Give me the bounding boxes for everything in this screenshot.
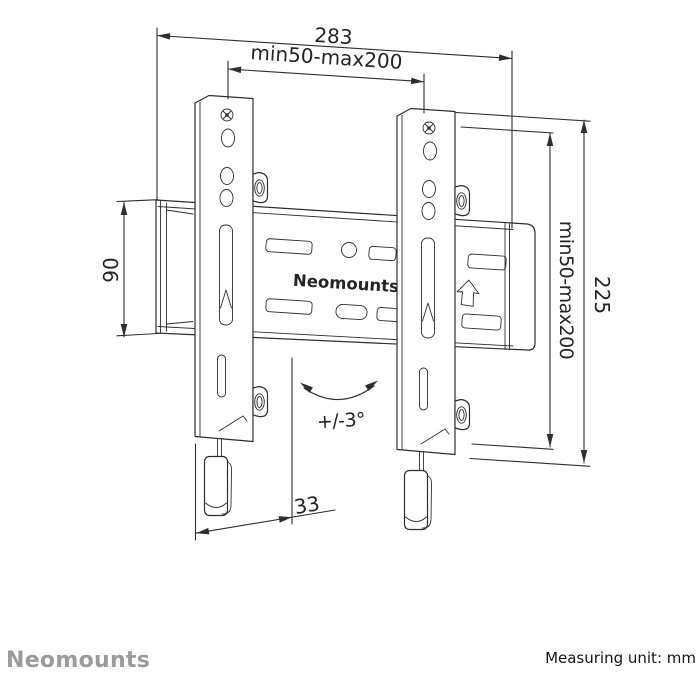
tilt-annotation: +/-3° bbox=[300, 380, 378, 433]
measuring-unit-label: Measuring unit: mm bbox=[545, 649, 696, 667]
plate-slot bbox=[461, 313, 502, 331]
right-bracket bbox=[396, 107, 471, 531]
footer: Neomounts Measuring unit: mm bbox=[6, 648, 696, 673]
dimension-bracket-height: 225 bbox=[455, 111, 614, 467]
vesa-hole bbox=[423, 141, 437, 161]
plate-slot bbox=[265, 238, 313, 255]
footer-brand-logo: Neomounts bbox=[6, 648, 150, 673]
vesa-hole bbox=[221, 128, 235, 148]
left-strap bbox=[203, 455, 232, 517]
screw-icon bbox=[422, 121, 436, 135]
plate-hole bbox=[341, 242, 357, 258]
dim-tilt-label: +/-3° bbox=[316, 409, 365, 433]
dim-depth-label: 33 bbox=[292, 491, 321, 519]
dim-hspacing-label: min50-max200 bbox=[250, 40, 403, 74]
dim-width-label: 283 bbox=[314, 23, 354, 49]
dim-bracket-height-label: 225 bbox=[590, 276, 614, 314]
vesa-hole bbox=[220, 167, 234, 185]
plate-slot bbox=[467, 253, 507, 271]
bracket-slot bbox=[421, 237, 435, 339]
tilt-arrow-icon bbox=[300, 382, 313, 393]
tilt-arc bbox=[303, 385, 375, 401]
dim-plate-height-label: 90 bbox=[99, 257, 123, 282]
screw-icon bbox=[220, 108, 234, 122]
dimension-vertical-hole-spacing: min50-max200 bbox=[460, 126, 577, 450]
dimension-depth: 33 bbox=[194, 357, 336, 541]
vesa-hole bbox=[421, 202, 436, 220]
tilt-arrow-icon bbox=[365, 380, 378, 391]
up-arrow-icon bbox=[456, 279, 480, 307]
bracket-slot bbox=[219, 224, 233, 326]
plate-slot bbox=[265, 298, 313, 315]
bracket-slot bbox=[419, 367, 428, 411]
dimension-plate-height: 90 bbox=[99, 199, 159, 338]
plate-slot bbox=[368, 245, 397, 262]
right-strap bbox=[403, 469, 432, 531]
bracket-slot bbox=[217, 354, 226, 398]
vesa-hole bbox=[422, 180, 436, 198]
vesa-hole bbox=[219, 189, 234, 207]
dimension-horizontal-hole-spacing: min50-max200 bbox=[227, 40, 425, 114]
dimension-width: 283 bbox=[156, 23, 513, 229]
dim-vspacing-label: min50-max200 bbox=[555, 221, 577, 360]
plate-slot bbox=[335, 303, 368, 321]
left-bracket bbox=[194, 94, 269, 517]
